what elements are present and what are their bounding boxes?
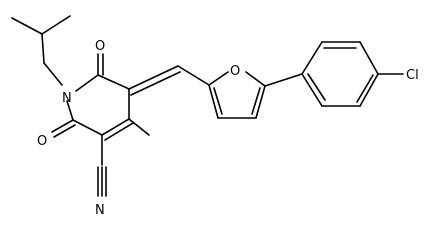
furan-oxygen-label: O bbox=[230, 64, 240, 79]
carbonyl-bonds bbox=[51, 53, 104, 138]
skeletal-structure: N O O O N Cl bbox=[11, 15, 419, 218]
chlorophenyl-ring bbox=[301, 41, 404, 107]
isobutyl-group bbox=[11, 15, 71, 86]
methylidene-bridge bbox=[128, 65, 210, 96]
pyridinone-ring bbox=[66, 74, 134, 141]
carbonyl-oxygen-left-label: O bbox=[37, 134, 47, 149]
carbonyl-oxygen-top-label: O bbox=[95, 39, 105, 54]
chlorine-label: Cl bbox=[406, 68, 419, 83]
furan-ring bbox=[208, 71, 266, 119]
methyl-bond bbox=[128, 118, 150, 136]
aryl-link-bond bbox=[264, 73, 303, 87]
ring-nitrogen-label: N bbox=[62, 91, 72, 106]
nitrile-nitrogen-label: N bbox=[95, 203, 105, 218]
molecule-drawing: N O O O N Cl bbox=[11, 15, 419, 218]
nitrile-group bbox=[97, 134, 107, 197]
